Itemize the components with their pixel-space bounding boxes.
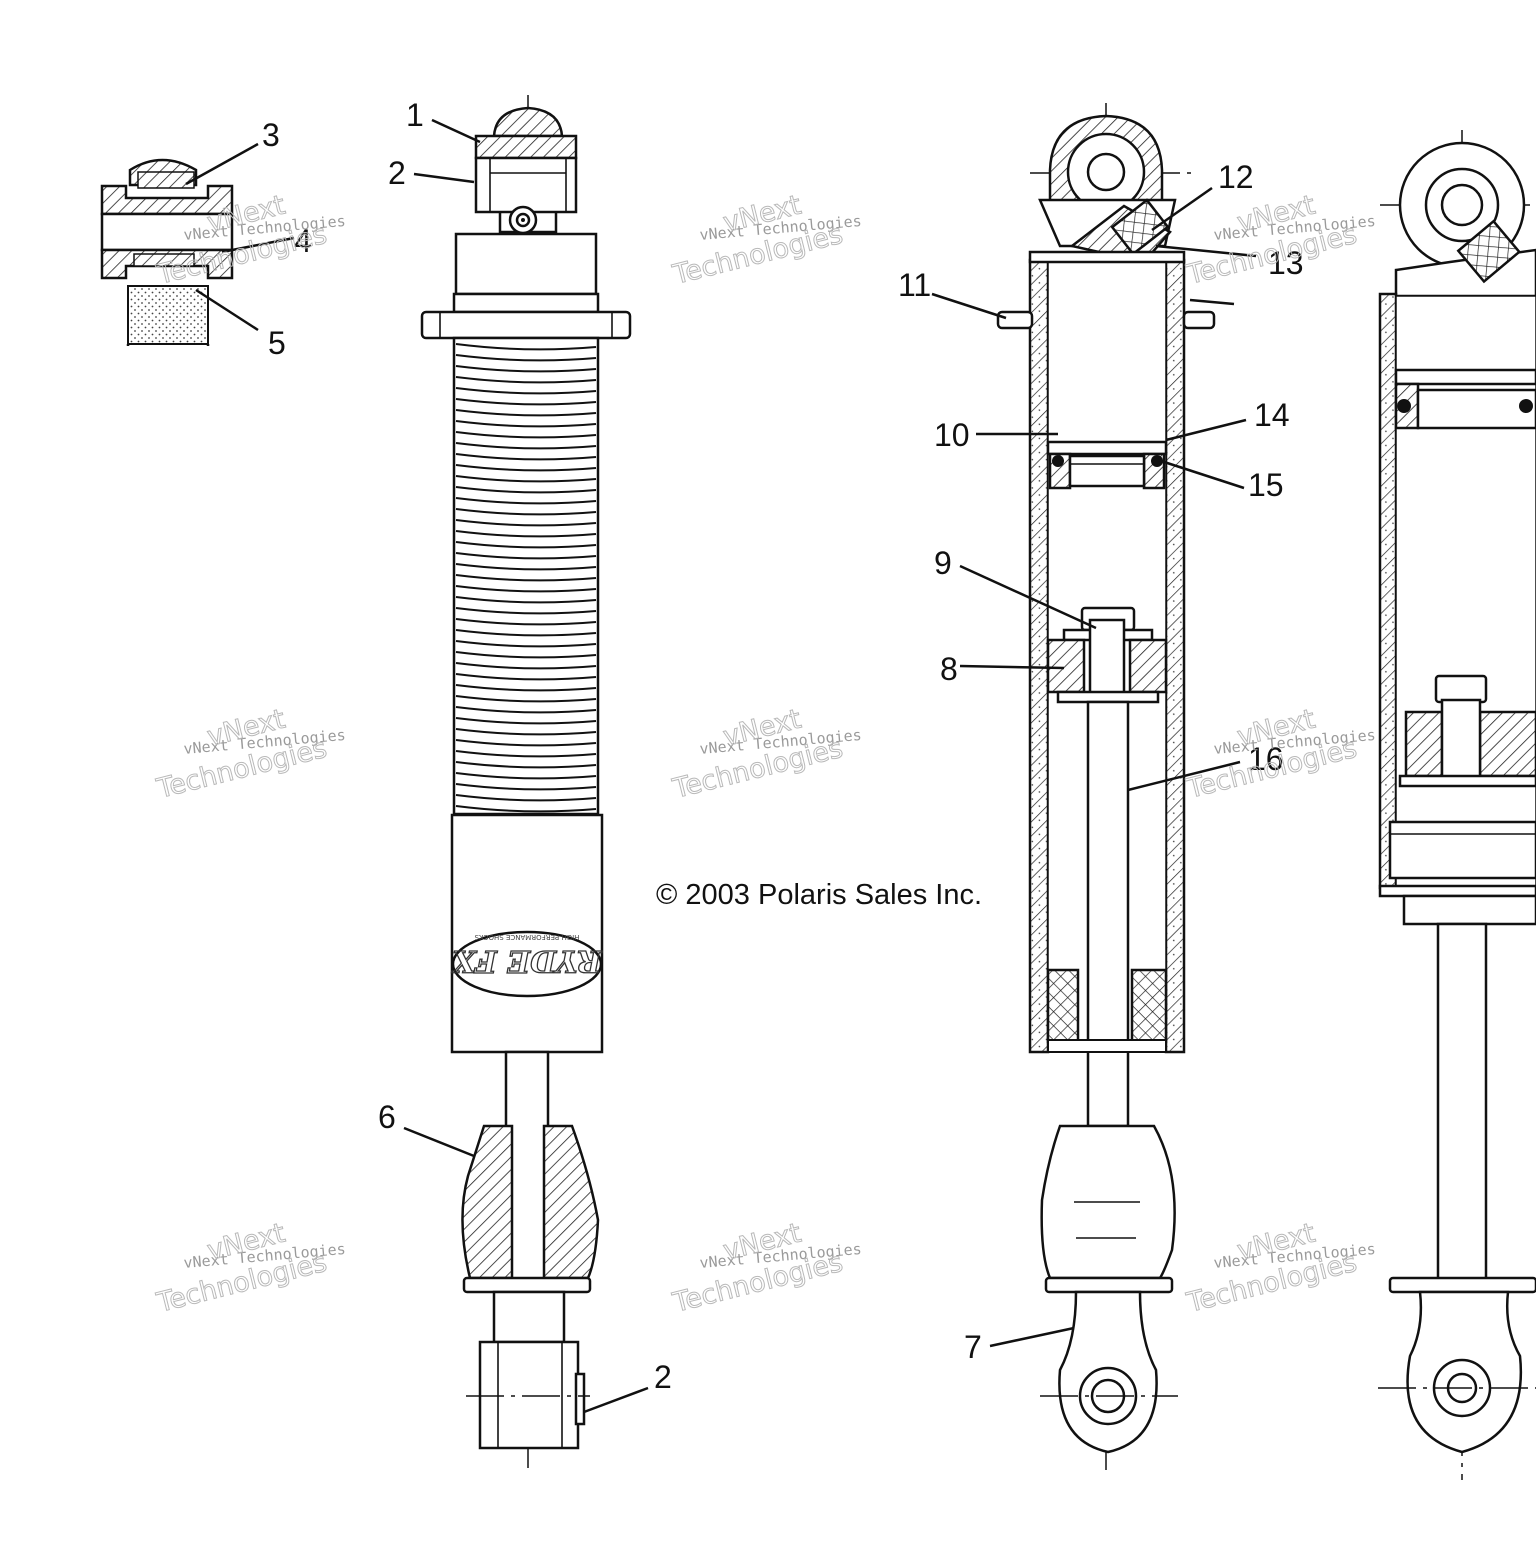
spring-coil [455, 541, 597, 549]
coil-spring [455, 343, 597, 813]
spring-coil [455, 629, 597, 637]
callout-numbers: 1 2 3 4 5 6 7 8 9 10 11 12 13 14 15 16 2 [262, 97, 1304, 1395]
shock-logo-tagline: HIGH PERFORMANCE SHOCKS [474, 933, 579, 941]
spring-coil [455, 365, 597, 373]
callout-8: 8 [940, 651, 958, 687]
spring-coil [455, 453, 597, 461]
spring-coil [455, 728, 597, 736]
callout-16: 16 [1248, 741, 1284, 777]
spring-coil [455, 772, 597, 780]
spring-coil [455, 409, 597, 417]
spring-coil [455, 596, 597, 604]
callout-7: 7 [964, 1329, 982, 1365]
spring-coil [455, 552, 597, 560]
spring-coil [455, 739, 597, 747]
callout-9: 9 [934, 545, 952, 581]
spring-coil [455, 717, 597, 725]
spring-coil [455, 662, 597, 670]
copyright-notice: © 2003 Polaris Sales Inc. [656, 879, 982, 911]
callout-4: 4 [294, 223, 312, 259]
spring-coil [455, 442, 597, 450]
spring-coil [455, 805, 597, 813]
spring-coil [455, 464, 597, 472]
bearing-detail-view [100, 158, 234, 346]
callout-5: 5 [268, 325, 286, 361]
spring-coil [455, 486, 597, 494]
callout-2-bottom: 2 [654, 1359, 672, 1395]
spring-coil [455, 530, 597, 538]
spring-coil [455, 354, 597, 362]
callout-11: 11 [898, 267, 931, 303]
callout-6: 6 [378, 1099, 396, 1135]
shock-brand-logo: RYDE FX [451, 943, 603, 978]
spring-coil [455, 431, 597, 439]
spring-coil [455, 563, 597, 571]
spring-coil [455, 761, 597, 769]
spring-coil [455, 673, 597, 681]
spring-coil [455, 420, 597, 428]
assembled-shock-with-spring: RYDE FX HIGH PERFORMANCE SHOCKS [420, 95, 632, 1468]
spring-coil [455, 387, 597, 395]
callout-1: 1 [406, 97, 424, 133]
spring-coil [455, 497, 597, 505]
spring-coil [455, 750, 597, 758]
callout-14: 14 [1254, 397, 1290, 433]
spring-coil [455, 706, 597, 714]
callout-3: 3 [262, 117, 280, 153]
spring-coil [455, 585, 597, 593]
spring-coil [455, 618, 597, 626]
spring-coil [455, 475, 597, 483]
spring-coil [455, 607, 597, 615]
spring-coil [455, 398, 597, 406]
shock-partial-view-right [1378, 130, 1536, 1480]
spring-coil [455, 376, 597, 384]
spring-coil [455, 574, 597, 582]
spring-coil [455, 651, 597, 659]
callout-12: 12 [1218, 159, 1254, 195]
callout-10: 10 [934, 417, 970, 453]
shock-cutaway-view [996, 103, 1216, 1470]
spring-coil [455, 783, 597, 791]
callout-15: 15 [1248, 467, 1284, 503]
spring-coil [455, 343, 597, 351]
spring-coil [455, 508, 597, 516]
leader-lines [185, 118, 1257, 1414]
callout-13: 13 [1268, 245, 1304, 281]
spring-coil [455, 794, 597, 802]
spring-coil [455, 640, 597, 648]
spring-coil [455, 695, 597, 703]
spring-coil [455, 519, 597, 527]
spring-coil [455, 684, 597, 692]
callout-2-top: 2 [388, 155, 406, 191]
